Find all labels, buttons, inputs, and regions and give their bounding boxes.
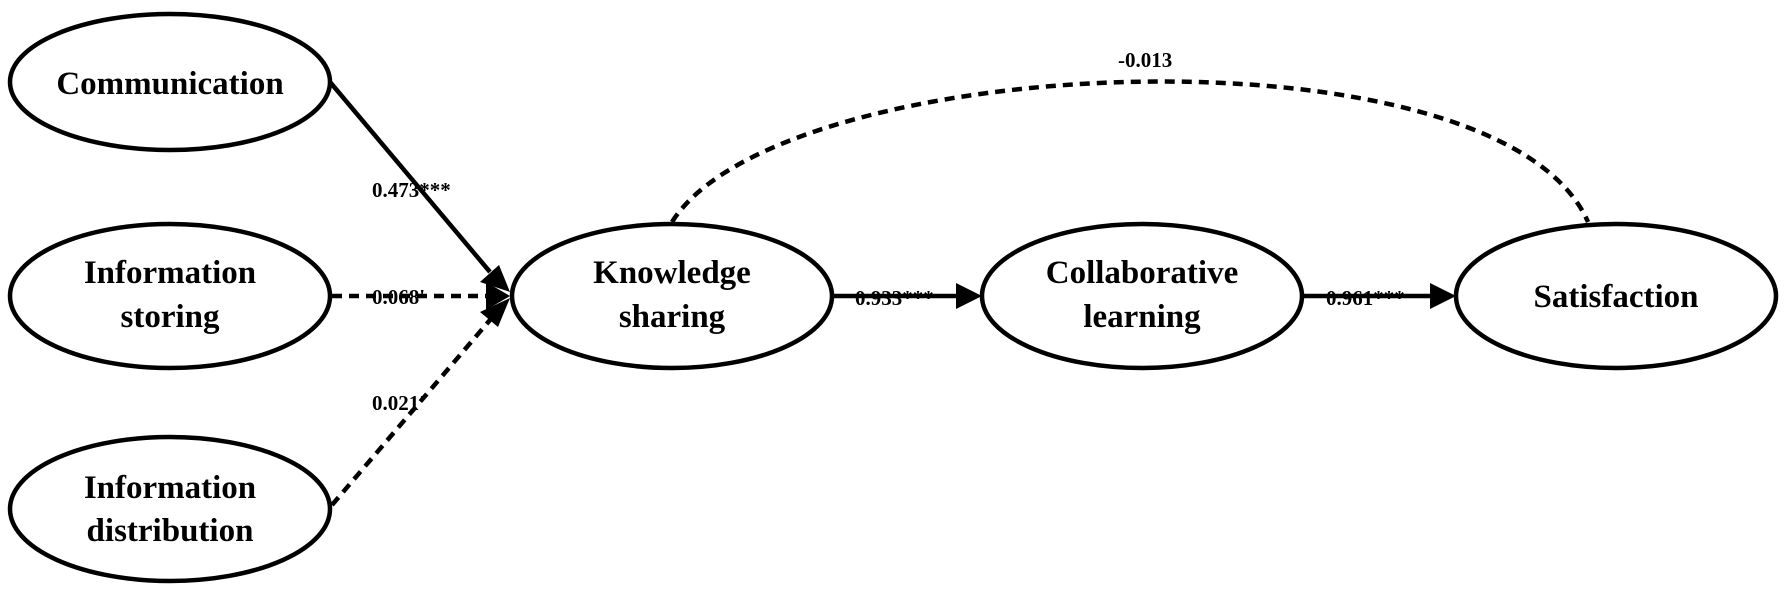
node-information-storing: Information storing [7, 221, 333, 371]
edge-label-ks-to-sat: -0.013 [1118, 48, 1172, 72]
edge-distribution-to-knowledge-sharing [330, 298, 510, 507]
node-communication: Communication [7, 11, 333, 153]
node-information-storing-label-line1: Information [84, 255, 256, 291]
node-collaborative-learning-label-line2: learning [1083, 299, 1201, 335]
node-knowledge-sharing-label-line1: Knowledge [593, 255, 751, 291]
node-satisfaction-label: Satisfaction [1534, 279, 1699, 315]
edge-label-cl-to-sat: 0.961*** [1326, 286, 1405, 310]
node-knowledge-sharing-label-line2: sharing [619, 299, 726, 335]
node-information-distribution: Information distribution [7, 434, 333, 584]
node-information-storing-label-line2: storing [121, 299, 221, 335]
edge-label-storing: 0.068' [372, 285, 425, 309]
node-satisfaction: Satisfaction [1453, 221, 1779, 371]
node-knowledge-sharing: Knowledge sharing [509, 221, 835, 371]
edge-label-distribution: 0.021' [372, 391, 425, 415]
edge-storing-to-knowledge-sharing [332, 282, 510, 310]
node-communication-label: Communication [56, 66, 283, 102]
node-collaborative-learning-label-line1: Collaborative [1046, 255, 1238, 291]
node-information-distribution-label-line2: distribution [87, 513, 254, 549]
node-collaborative-learning: Collaborative learning [979, 221, 1305, 371]
edge-collaborative-learning-to-satisfaction [1302, 283, 1456, 309]
edge-communication-to-knowledge-sharing [328, 80, 510, 292]
edge-label-ks-to-cl: 0.933*** [855, 286, 934, 310]
edge-label-communication: 0.473*** [372, 178, 451, 202]
edge-knowledge-sharing-to-satisfaction [670, 79, 1591, 224]
edge-knowledge-sharing-to-collaborative-learning [832, 283, 982, 309]
node-information-distribution-label-line1: Information [84, 470, 256, 506]
